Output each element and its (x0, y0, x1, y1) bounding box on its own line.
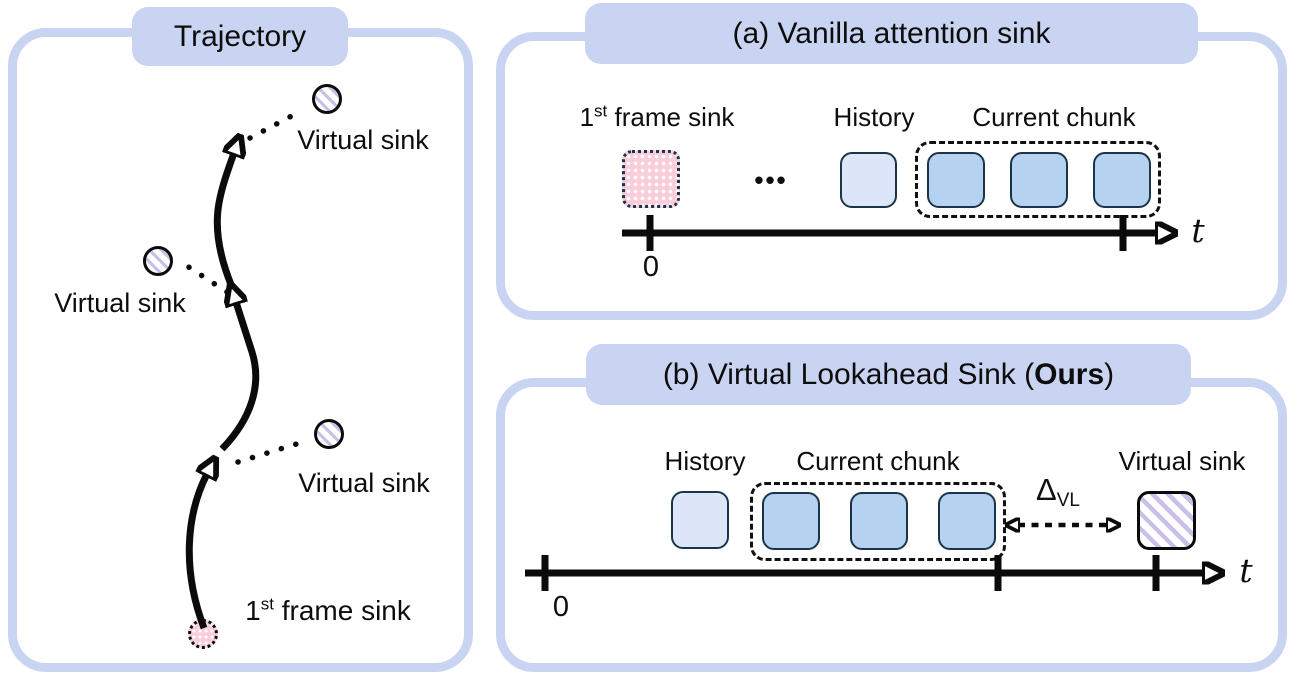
virtual-sink-node-top (312, 84, 342, 114)
panel-a-title: (a) Vanilla attention sink (585, 3, 1198, 64)
first-frame-num: 1 (579, 102, 595, 132)
panel-a-chunk-token-3 (1093, 152, 1151, 208)
panel-a-history-label: History (833, 102, 915, 132)
panel-a-ellipsis: ••• (754, 165, 788, 195)
panel-b-current-chunk-group (750, 482, 1006, 561)
first-frame-sink-label-trajectory: 1st frame sink (245, 595, 411, 627)
panel-b-history-token (671, 491, 729, 549)
virtual-sink-label-top: Virtual sink (297, 125, 429, 155)
panel-b-title-prefix: (b) Virtual Lookahead Sink ( (662, 358, 1035, 391)
panel-b-time-axis-label: t (1239, 551, 1253, 590)
panel-a-chunk-token-2 (1010, 152, 1068, 208)
panel-b-virtual-sink-label: Virtual sink (1118, 446, 1246, 476)
panel-a-current-chunk-label: Current chunk (972, 102, 1136, 132)
virtual-sink-node-mid-left (143, 246, 173, 276)
first-frame-rest: frame sink (607, 102, 735, 132)
panel-a-time-axis-label: t (1191, 211, 1205, 250)
panel-a-first-frame-sink-label: 1st frame sink (580, 102, 735, 133)
panel-b-history-label: History (664, 446, 746, 476)
panel-a-current-chunk-group (915, 141, 1161, 218)
panel-b-title-suffix: ) (1104, 358, 1115, 391)
virtual-sink-label-mid-left: Virtual sink (54, 288, 186, 318)
panel-b-chunk-token-3 (938, 492, 996, 550)
panel-a-title-text: (a) Vanilla attention sink (732, 17, 1051, 50)
delta-subscript: VL (1056, 490, 1080, 511)
first-frame-sink-node (188, 619, 218, 649)
first-frame-rest: frame sink (273, 595, 411, 626)
panel-b-current-chunk-label: Current chunk (796, 446, 960, 476)
panel-a-first-frame-sink-token (622, 150, 680, 208)
panel-b-virtual-sink-token (1137, 491, 1196, 550)
virtual-sink-node-mid-right (314, 419, 344, 449)
panel-b-title-ours: Ours (1034, 358, 1105, 391)
panel-b-title: (b) Virtual Lookahead Sink (Ours) (586, 344, 1191, 405)
panel-a-chunk-token-1 (927, 152, 985, 208)
trajectory-title-text: Trajectory (173, 20, 307, 53)
panel-a-origin-label: 0 (642, 251, 660, 283)
panel-b-chunk-token-1 (762, 492, 820, 550)
trajectory-panel-title: Trajectory (132, 7, 348, 66)
delta-vl-label: ΔVL (1036, 472, 1080, 512)
first-frame-sup: st (594, 101, 608, 121)
delta-symbol: Δ (1036, 472, 1057, 507)
panel-a-history-token (840, 152, 897, 208)
panel-b-chunk-token-2 (850, 492, 908, 550)
virtual-sink-label-mid-right: Virtual sink (298, 468, 430, 498)
first-frame-sup: st (260, 594, 274, 614)
first-frame-num: 1 (245, 595, 261, 626)
panel-b-origin-label: 0 (552, 591, 570, 623)
